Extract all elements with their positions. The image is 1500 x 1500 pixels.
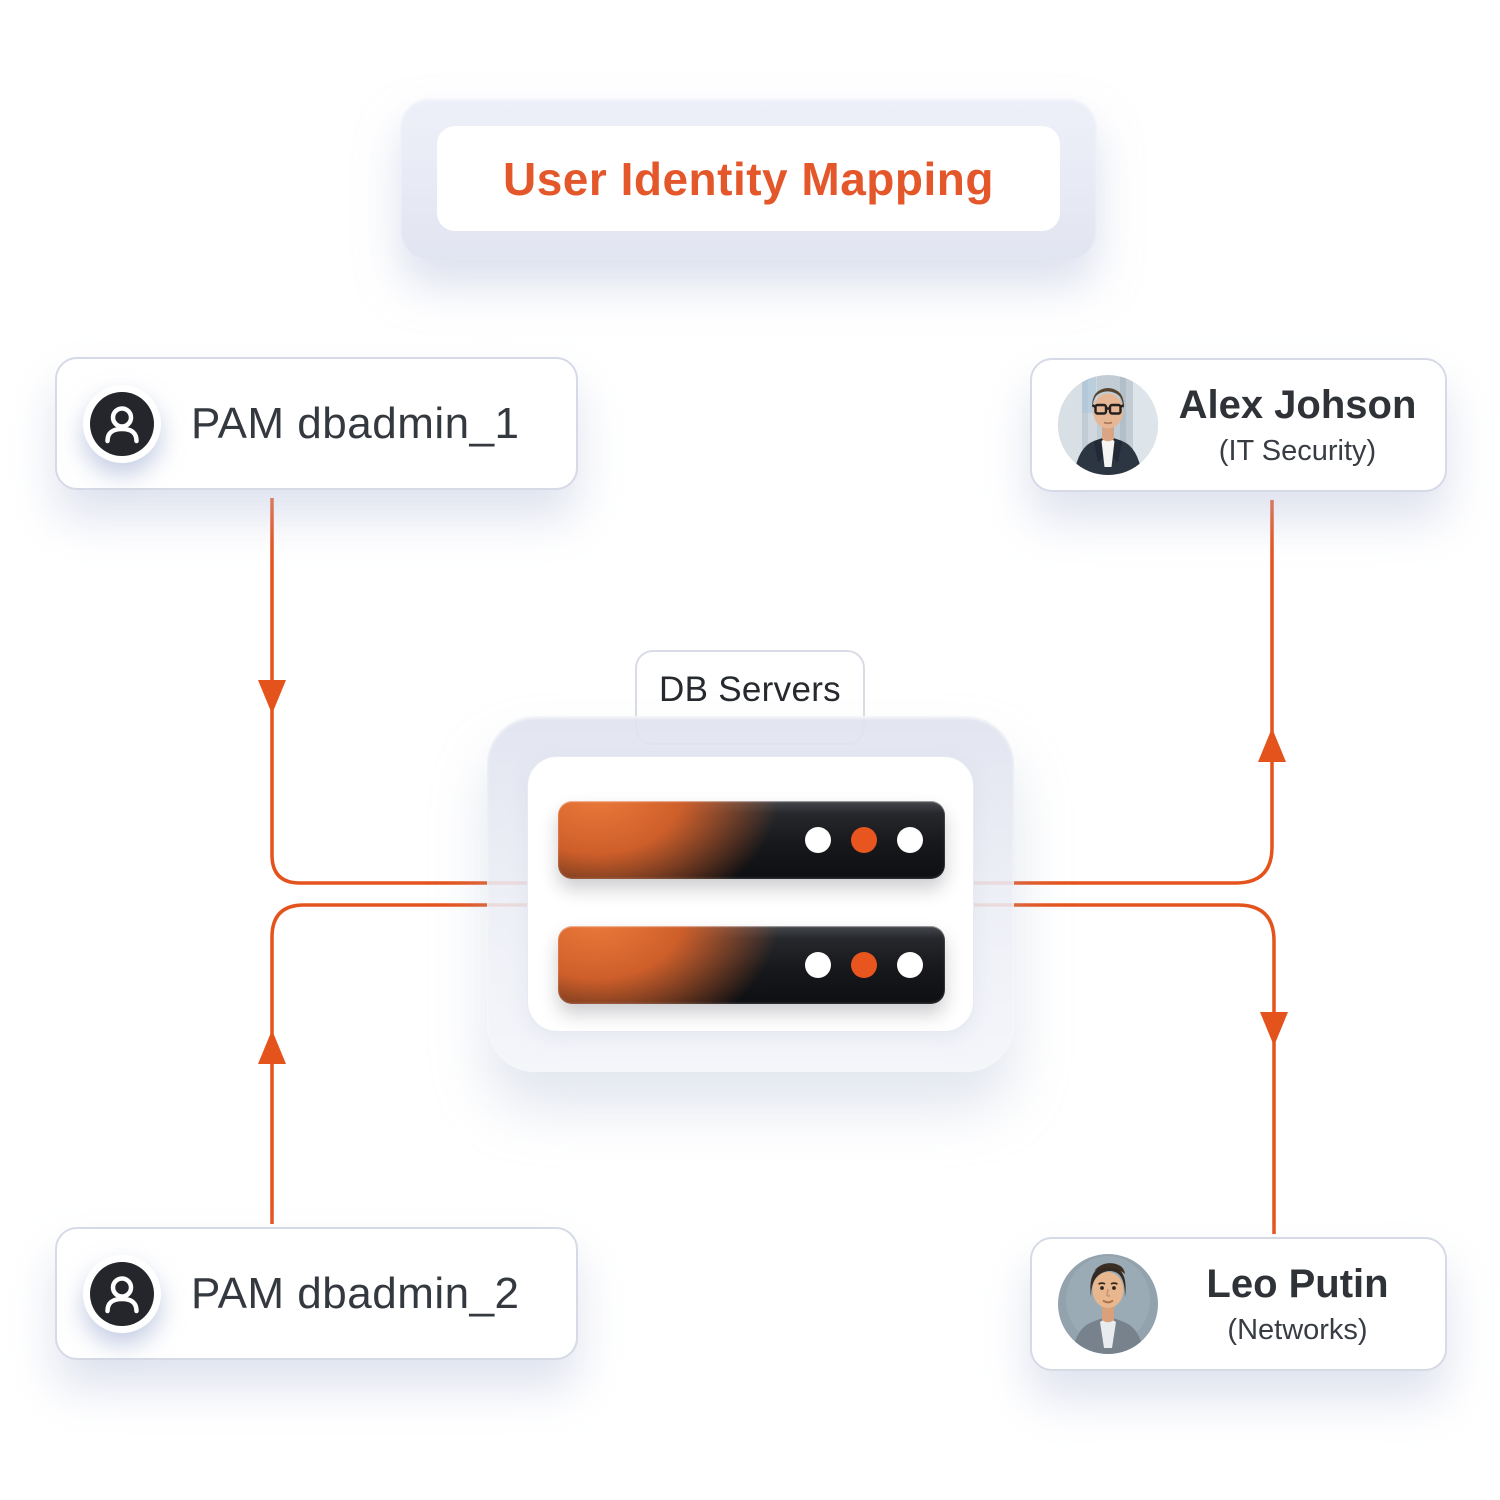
title-card: User Identity Mapping xyxy=(437,126,1060,231)
indicator-light xyxy=(897,952,923,978)
person-name: Alex Johson xyxy=(1178,382,1417,427)
arrow-down-icon xyxy=(1260,1012,1288,1046)
user-icon-ring xyxy=(83,384,161,463)
indicator-light xyxy=(851,952,877,978)
title-banner: User Identity Mapping xyxy=(400,97,1097,260)
avatar-photo xyxy=(1058,1254,1158,1354)
server-unit xyxy=(558,926,945,1004)
node-person-leo-putin: Leo Putin (Networks) xyxy=(1030,1237,1447,1371)
pam-account-label: PAM dbadmin_2 xyxy=(191,1268,520,1318)
portrait-man-dark-hair xyxy=(1058,1254,1158,1354)
db-server-box xyxy=(487,716,1014,1072)
person-role: (Networks) xyxy=(1227,1313,1368,1346)
node-pam-dbadmin-1: PAM dbadmin_1 xyxy=(55,357,578,490)
page-title: User Identity Mapping xyxy=(503,152,994,205)
person-role: (IT Security) xyxy=(1218,434,1377,467)
person-text: Leo Putin (Networks) xyxy=(1158,1262,1445,1347)
server-unit xyxy=(558,801,945,879)
indicator-light xyxy=(805,827,831,853)
connector-pam1-to-servers xyxy=(270,498,565,885)
server-indicator-lights xyxy=(805,827,923,853)
portrait-man-glasses xyxy=(1058,375,1158,475)
connector-servers-to-leo xyxy=(935,903,1276,1234)
connector-servers-to-alex xyxy=(935,500,1274,885)
connector-pam2-to-servers xyxy=(270,903,565,1224)
node-person-alex-johson: Alex Johson (IT Security) xyxy=(1030,358,1447,492)
person-text: Alex Johson (IT Security) xyxy=(1158,383,1445,468)
pam-account-label: PAM dbadmin_1 xyxy=(191,398,520,448)
avatar-photo xyxy=(1058,375,1158,475)
arrow-up-icon xyxy=(1258,728,1286,762)
db-servers-label-text: DB Servers xyxy=(659,670,841,709)
user-icon xyxy=(90,1261,154,1326)
node-pam-dbadmin-2: PAM dbadmin_2 xyxy=(55,1227,578,1360)
arrow-down-icon xyxy=(258,680,286,714)
arrow-up-icon xyxy=(258,1030,286,1064)
db-server-panel xyxy=(527,756,974,1032)
indicator-light xyxy=(805,952,831,978)
user-icon-ring xyxy=(83,1254,161,1333)
indicator-light xyxy=(897,827,923,853)
indicator-light xyxy=(851,827,877,853)
server-indicator-lights xyxy=(805,952,923,978)
person-name: Leo Putin xyxy=(1206,1261,1389,1306)
user-icon xyxy=(90,391,154,456)
